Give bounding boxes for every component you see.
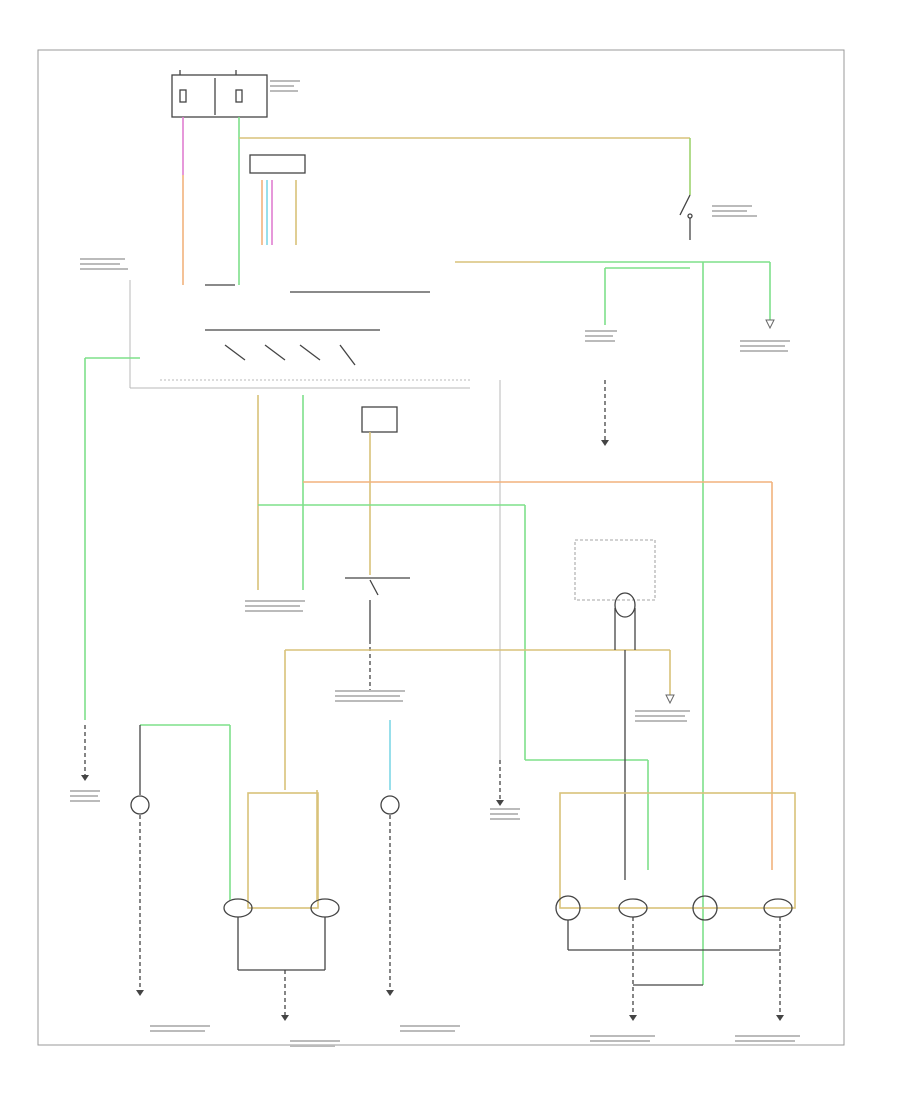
middle-fuse [361,406,398,433]
left-turn-lamp [130,795,150,815]
fuse-panel [171,70,268,118]
right-turn-lamp [380,795,400,815]
center-lamp-bracket [247,792,319,909]
high-mount-lamp [692,895,718,921]
turn-signal-switch-block [249,154,306,245]
rear-lamp-bracket [559,792,796,909]
fuse-box-outline [171,74,268,118]
multifunction-switch [129,280,470,389]
ground-symbols [81,440,784,1021]
right-stop-lamp [763,898,793,918]
rear-lamp-socket [574,539,656,650]
label-blocks [70,80,800,1047]
diagram-frame [37,49,845,1046]
brake-lamp-switch [345,577,410,640]
brake-switch [679,194,693,240]
